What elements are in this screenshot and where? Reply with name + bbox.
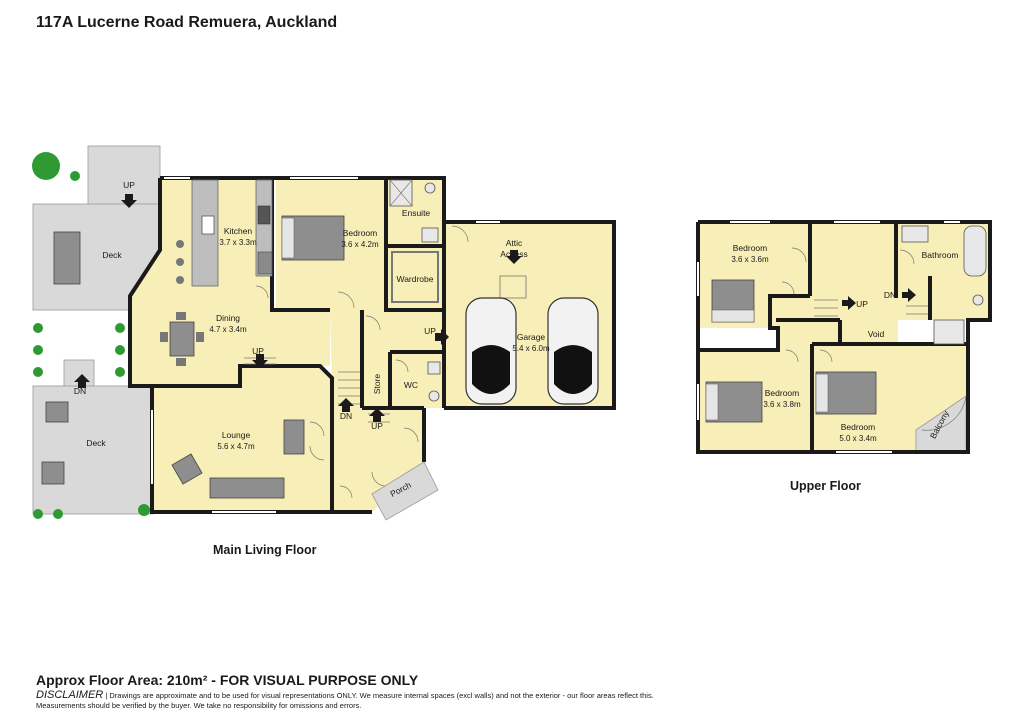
label-lounge: Lounge [222, 430, 251, 440]
label-bedroom-main: Bedroom [343, 228, 378, 238]
label-bathroom: Bathroom [922, 250, 959, 260]
label-kitchen: Kitchen [224, 226, 253, 236]
dims-upper-bedroom-1: 3.6 x 3.6m [731, 255, 769, 264]
stair-arrows-upper [842, 288, 916, 310]
stair-label-up: UP [424, 326, 436, 336]
bathroom-fixtures [901, 225, 987, 345]
floor-area-summary: Approx Floor Area: 210m² - FOR VISUAL PU… [36, 672, 419, 688]
stair-label-up: UP [123, 180, 135, 190]
stair-label-up: UP [371, 421, 383, 431]
disclaimer: DISCLAIMER | Drawings are approximate an… [36, 690, 676, 711]
label-upper-bedroom-3: Bedroom [841, 422, 876, 432]
dining-table [160, 312, 204, 366]
label-ensuite: Ensuite [402, 208, 431, 218]
stair-label-dn: DN [340, 411, 352, 421]
upper-floor-label: Upper Floor [790, 479, 861, 493]
kitchen-fixtures [176, 179, 273, 287]
label-deck-top: Deck [102, 250, 122, 260]
stair-label-dn: DN [884, 290, 896, 300]
stair-label-up: UP [252, 346, 264, 356]
label-store: Store [372, 374, 382, 395]
page-title: 117A Lucerne Road Remuera, Auckland [36, 14, 338, 31]
stair-label-up: UP [856, 299, 868, 309]
dims-upper-bedroom-2: 3.6 x 3.8m [763, 400, 801, 409]
wc-fixtures [427, 361, 441, 402]
upper-bed-2-icon [705, 381, 763, 423]
label-attic: Attic [506, 238, 523, 248]
dims-lounge: 5.6 x 4.7m [217, 442, 255, 451]
deck-chair [45, 401, 69, 423]
disclaimer-heading: DISCLAIMER [36, 689, 104, 701]
main-bed-icon [281, 215, 345, 261]
ensuite-fixtures [389, 179, 439, 243]
label-wc: WC [404, 380, 418, 390]
porch-area [371, 461, 439, 521]
upper-windows [697, 221, 960, 453]
dims-upper-bedroom-3: 5.0 x 3.4m [839, 434, 877, 443]
stair-arrows-main [74, 194, 522, 422]
main-floor-label: Main Living Floor [213, 543, 317, 557]
door-swings [255, 225, 469, 499]
label-deck-bottom: Deck [86, 438, 106, 448]
label-wardrobe: Wardrobe [396, 274, 433, 284]
stair-label-dn: DN [74, 386, 86, 396]
label-attic-2: Access [500, 249, 527, 259]
plant-icons [32, 152, 150, 519]
void-area [840, 320, 898, 344]
attic-hatch [499, 275, 527, 299]
label-void: Void [868, 329, 885, 339]
label-garage: Garage [517, 332, 546, 342]
dims-bedroom-main: 3.6 x 4.2m [341, 240, 379, 249]
upper-bed-1-icon [711, 279, 755, 323]
lounge-furniture [171, 419, 305, 499]
label-dining: Dining [216, 313, 240, 323]
wardrobe-room [386, 246, 444, 308]
deck-table [53, 231, 81, 285]
car-icon-right [547, 297, 599, 405]
upper-stair [781, 247, 967, 431]
label-upper-bedroom-1: Bedroom [733, 243, 768, 253]
upper-bed-3-icon [815, 371, 877, 415]
car-icon-left [465, 297, 517, 405]
windows [151, 177, 500, 513]
dims-kitchen: 3.7 x 3.3m [219, 238, 257, 247]
disclaimer-text: | Drawings are approximate and to be use… [36, 691, 654, 710]
dims-dining: 4.7 x 3.4m [209, 325, 247, 334]
dims-garage: 5.4 x 6.0m [512, 344, 550, 353]
wardrobe-rail [391, 251, 439, 303]
hallway-entry [330, 310, 444, 512]
label-upper-bedroom-2: Bedroom [765, 388, 800, 398]
deck-chair [41, 461, 65, 485]
